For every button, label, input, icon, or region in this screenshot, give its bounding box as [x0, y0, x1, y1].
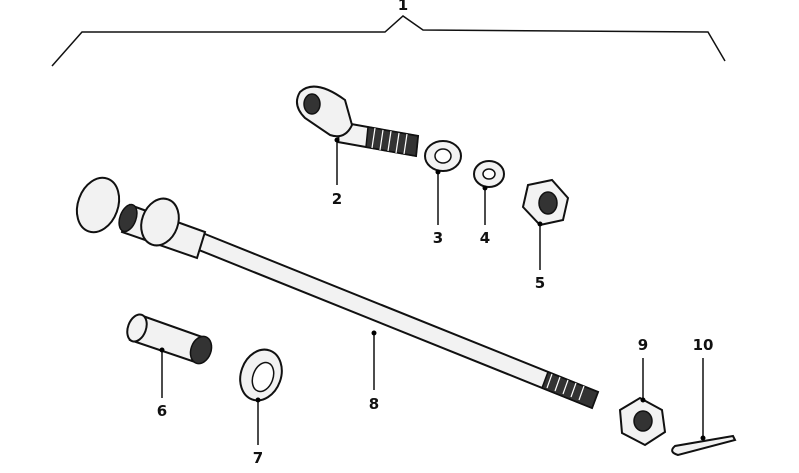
label-5: 5: [535, 274, 545, 292]
label-4: 4: [480, 229, 490, 247]
label-7: 7: [253, 449, 263, 467]
spacer-sleeve-6: [126, 313, 213, 365]
label-9: 9: [638, 336, 648, 354]
cotter-pin-10: [671, 434, 737, 457]
washer-3: [424, 140, 462, 172]
label-10: 10: [693, 336, 714, 354]
leader-lines: [159, 137, 706, 445]
label-8: 8: [369, 395, 379, 413]
label-3: 3: [433, 229, 443, 247]
eye-bolt: [295, 85, 420, 158]
washer-7: [239, 348, 283, 402]
group-bracket: [51, 15, 726, 67]
spring-washer-4: [473, 160, 505, 188]
label-2: 2: [332, 190, 342, 208]
axle-shaft: [75, 176, 600, 410]
castle-nut-9: [618, 396, 667, 447]
hex-nut-5: [521, 178, 570, 227]
label-1: 1: [398, 0, 408, 14]
label-6: 6: [157, 402, 167, 420]
